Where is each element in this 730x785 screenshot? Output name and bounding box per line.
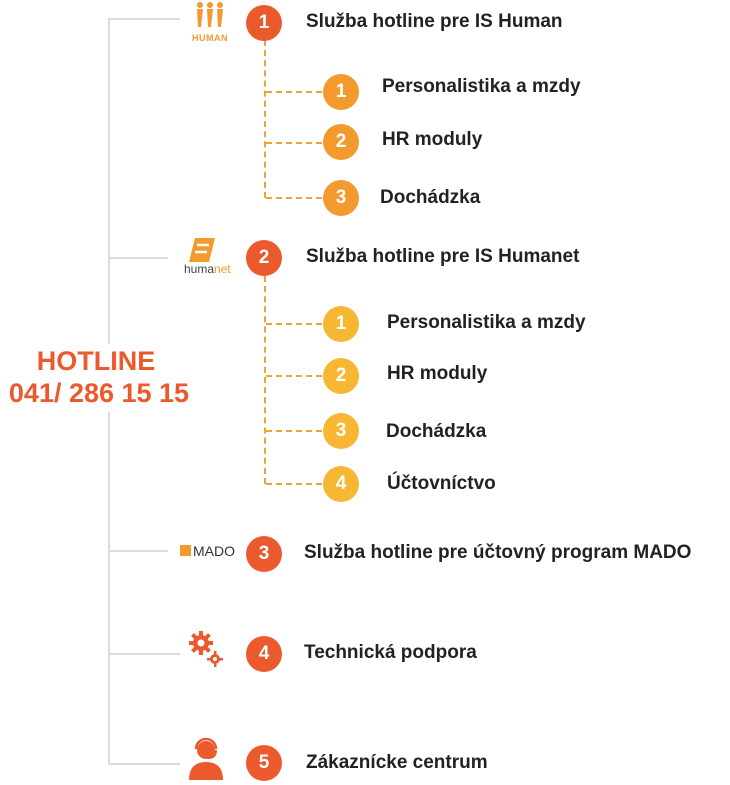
humanet-sub-number-2: 2 (323, 358, 359, 394)
human-logo-text: HUMAN (192, 33, 228, 43)
gear-icon (186, 628, 226, 670)
dash-h-humanet-3 (266, 430, 322, 432)
mado-logo-text: MADO (193, 543, 235, 559)
hotline-title: HOTLINE (36, 346, 156, 376)
service-number-5: 5 (246, 745, 282, 781)
human-sub-label-3: Dochádzka (380, 187, 481, 208)
human-logo: HUMAN (190, 0, 234, 44)
service-number-3: 3 (246, 536, 282, 572)
service-label-4: Technická podpora (304, 642, 477, 663)
human-sub-number-2: 2 (323, 124, 359, 160)
branch-customer (108, 763, 180, 765)
human-sub-label-2: HR moduly (382, 129, 483, 150)
dash-h-human-2 (266, 142, 322, 144)
dash-vertical-humanet (264, 276, 266, 484)
branch-humanet (108, 257, 168, 259)
dash-h-humanet-1 (266, 323, 322, 325)
humanet-logo-text-a: huma (184, 262, 215, 276)
hotline-block (0, 344, 200, 412)
branch-mado (108, 550, 168, 552)
service-label-5: Zákaznícke centrum (306, 752, 488, 773)
humanet-sub-label-2: HR moduly (387, 363, 488, 384)
human-sub-number-3: 3 (323, 180, 359, 216)
mado-logo: MADO (180, 543, 238, 559)
service-label-3: Služba hotline pre účtovný program MADO (304, 542, 692, 563)
dash-h-human-3 (266, 197, 322, 199)
dash-vertical-human (264, 40, 266, 198)
human-sub-number-1: 1 (323, 74, 359, 110)
humanet-sub-label-4: Účtovníctvo (387, 473, 496, 494)
humanet-logo-text-b: net (214, 262, 231, 276)
service-number-4: 4 (246, 636, 282, 672)
humanet-sub-number-3: 3 (323, 413, 359, 449)
dash-h-humanet-4 (266, 483, 322, 485)
service-number-1: 1 (246, 5, 282, 41)
service-label-2: Služba hotline pre IS Humanet (306, 246, 580, 267)
dash-h-humanet-2 (266, 375, 322, 377)
dash-h-human-1 (266, 91, 322, 93)
human-sub-label-1: Personalistika a mzdy (382, 76, 581, 97)
hotline-phone: 041/ 286 15 15 (8, 378, 190, 408)
branch-human (108, 18, 180, 20)
humanet-sub-label-1: Personalistika a mzdy (387, 312, 586, 333)
humanet-sub-label-3: Dochádzka (386, 421, 487, 442)
service-label-1: Služba hotline pre IS Human (306, 11, 563, 32)
humanet-sub-number-4: 4 (323, 466, 359, 502)
humanet-logo: humanet (182, 236, 238, 278)
humanet-sub-number-1: 1 (323, 306, 359, 342)
service-number-2: 2 (246, 240, 282, 276)
branch-tech (108, 653, 180, 655)
headset-icon (186, 736, 226, 780)
